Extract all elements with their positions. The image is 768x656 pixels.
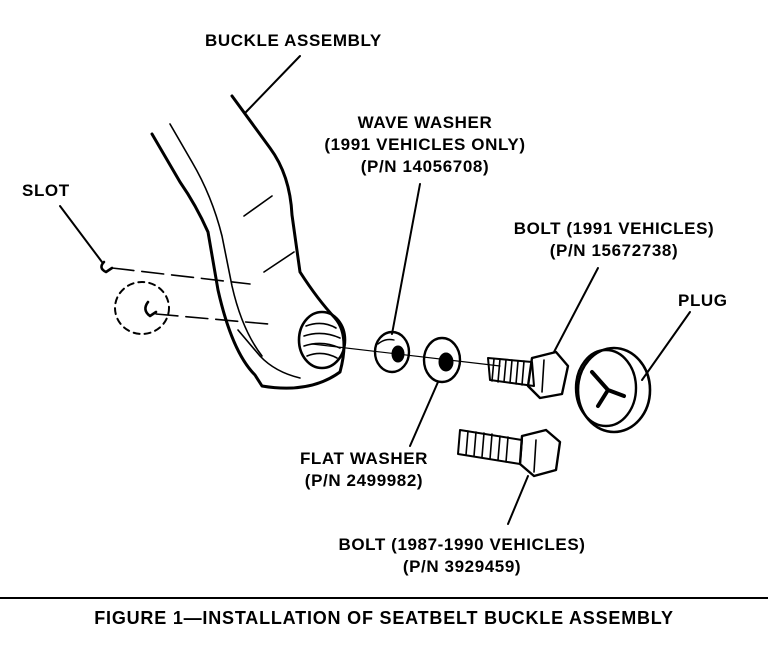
flat-washer-part-number: (P/N 2499982) (304, 471, 424, 490)
label-slot: SLOT (22, 181, 70, 200)
label-plug: PLUG (678, 291, 728, 310)
label-wave-washer: WAVE WASHER (1991 VEHICLES ONLY) (P/N 14… (324, 112, 525, 178)
label-flat-washer: FLAT WASHER (P/N 2499982) (300, 448, 428, 492)
label-buckle-assembly: BUCKLE ASSEMBLY (205, 31, 382, 50)
assembly-centerline (311, 343, 501, 367)
bolt-1987-1990-name: BOLT (1987-1990 VEHICLES) (338, 535, 586, 554)
bolt-1987-1990-part-number: (P/N 3929459) (402, 557, 522, 576)
leader-lines (59, 55, 691, 525)
label-bolt-1991: BOLT (1991 VEHICLES) (P/N 15672738) (514, 218, 715, 262)
bolt-1987-1990 (457, 428, 562, 478)
wave-washer-part-number: (P/N 14056708) (360, 157, 490, 176)
bolt-1991-part-number: (P/N 15672738) (549, 241, 679, 260)
wave-washer-note: (1991 VEHICLES ONLY) (324, 135, 526, 154)
flat-washer-name: FLAT WASHER (299, 449, 429, 468)
buckle-strap (150, 94, 346, 390)
bolt-1991 (487, 350, 570, 400)
slot-feature (100, 260, 269, 335)
wave-washer-name: WAVE WASHER (357, 113, 493, 132)
plug (574, 346, 652, 434)
bolt-1991-name: BOLT (1991 VEHICLES) (513, 219, 715, 238)
label-bolt-1987-1990: BOLT (1987-1990 VEHICLES) (P/N 3929459) (338, 534, 585, 578)
figure-caption: FIGURE 1—INSTALLATION OF SEATBELT BUCKLE… (94, 608, 674, 628)
buckle-mounting-hole (297, 310, 347, 370)
flat-washer (422, 336, 462, 384)
